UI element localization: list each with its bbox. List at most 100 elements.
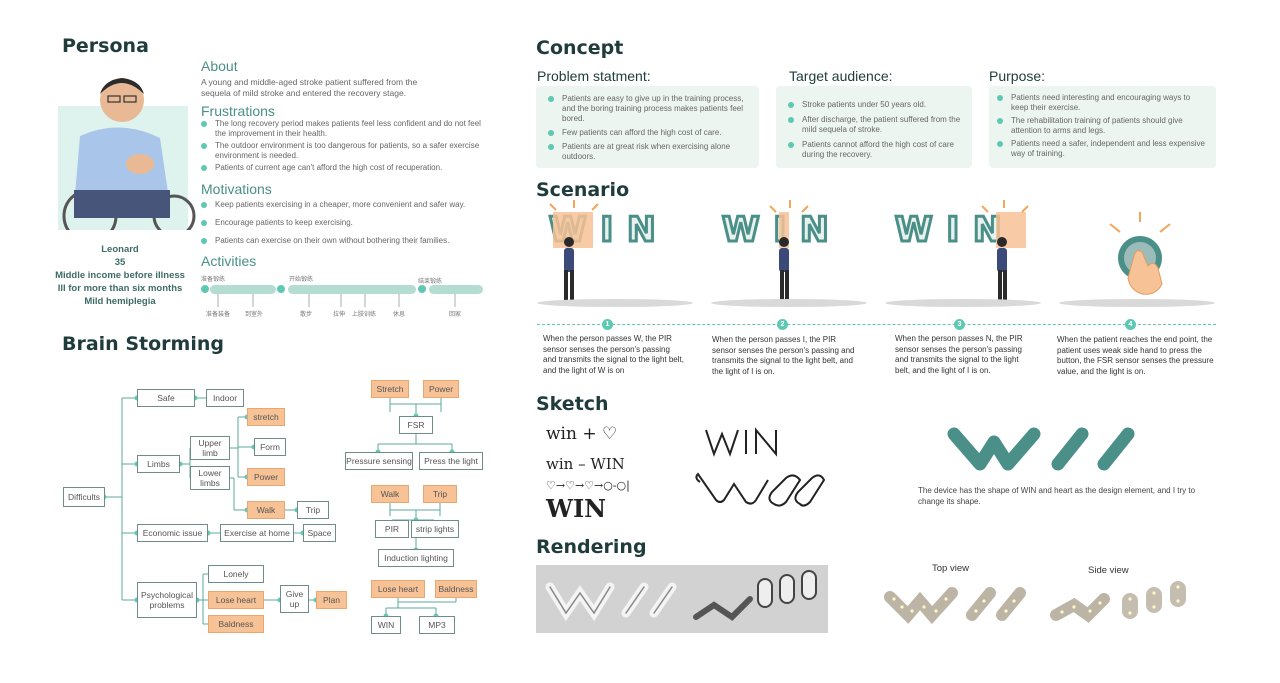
scenario-win-3: WIN	[894, 209, 1016, 252]
node-psychological: Psychological problems	[137, 582, 197, 618]
scenario-win-2: WIN	[721, 209, 843, 252]
win-logo-icon	[947, 427, 1135, 471]
tech-induction: Induction lighting	[378, 549, 454, 567]
problem-item: Few patients can afford the high cost of…	[546, 128, 751, 138]
tech-fsr: FSR	[399, 416, 433, 434]
frustration-item: The outdoor environment is too dangerous…	[201, 141, 486, 161]
node-trip: Trip	[297, 501, 329, 519]
step-number: 4	[1125, 319, 1136, 330]
activity-step: 休息	[393, 312, 406, 318]
node-lower-limbs: Lower limbs	[190, 466, 230, 490]
tech-mp3: MP3	[419, 616, 455, 634]
tech-press-light: Press the light	[419, 452, 483, 470]
persona-portrait	[44, 66, 196, 230]
problem-item: Patients are easy to give up in the trai…	[546, 94, 751, 124]
activity-step: 到室外	[245, 312, 264, 318]
target-item: After discharge, the patient suffered fr…	[786, 115, 964, 135]
node-space: Space	[303, 524, 336, 542]
node-lose-heart: Lose heart	[208, 591, 264, 609]
persona-name: Leonard	[101, 244, 139, 255]
purpose-card: Patients need interesting and encouragin…	[989, 86, 1216, 168]
scenario-timeline	[537, 324, 1216, 325]
purpose-item: Patients need interesting and encouragin…	[995, 93, 1208, 113]
rendering-image	[536, 565, 828, 633]
persona-detail: Ill for more than six months	[57, 283, 183, 294]
node-form: Form	[254, 438, 286, 456]
target-heading: Target audience:	[789, 68, 893, 84]
activity-step: 回家	[449, 312, 462, 318]
persona-age: 35	[114, 257, 126, 268]
tech-baldness: Baldness	[435, 580, 477, 598]
tech-stretch: Stretch	[371, 380, 409, 398]
activity-phase: 准备锻练	[201, 277, 226, 283]
node-limbs: Limbs	[137, 455, 180, 473]
activity-step: 上肢训练	[352, 312, 377, 318]
step-number: 3	[954, 319, 965, 330]
tech-lose-heart: Lose heart	[371, 580, 425, 598]
frustrations-heading: Frustrations	[201, 103, 275, 119]
tech-walk: Walk	[371, 485, 409, 503]
side-view-label: Side view	[1088, 565, 1129, 576]
target-item: Stroke patients under 50 years old.	[786, 100, 964, 110]
motivations-heading: Motivations	[201, 181, 272, 197]
node-stretch: stretch	[247, 408, 285, 426]
brainstorm-title: Brain Storming	[62, 333, 224, 355]
top-view-render	[884, 587, 1026, 625]
node-give-up: Give up	[280, 585, 309, 613]
motivation-item: Patients can exercise on their own witho…	[201, 236, 491, 246]
concept-title: Concept	[536, 37, 624, 59]
step-number: 1	[602, 319, 613, 330]
scenario-title: Scenario	[536, 179, 630, 201]
activity-phase: 结束锻练	[418, 279, 443, 285]
side-view-render	[1050, 581, 1186, 623]
tech-pressure-sensing: Pressure sensing	[345, 452, 413, 470]
node-difficults: Difficults	[63, 487, 105, 507]
problem-heading: Problem statment:	[537, 68, 651, 84]
activity-step: 拉伸	[333, 312, 346, 318]
motivation-item: Encourage patients to keep exercising.	[201, 218, 491, 228]
about-text: A young and middle-aged stroke patient s…	[201, 77, 418, 98]
purpose-item: The rehabilitation training of patients …	[995, 116, 1208, 136]
node-safe: Safe	[137, 389, 195, 407]
activity-step: 散步	[300, 312, 313, 318]
activity-phase: 开始锻练	[289, 277, 314, 283]
problem-card: Patients are easy to give up in the trai…	[536, 86, 759, 168]
purpose-item: Patients need a safer, independent and l…	[995, 139, 1208, 159]
tech-strip-lights: strip lights	[411, 520, 459, 538]
motivation-item: Keep patients exercising in a cheaper, m…	[201, 200, 491, 210]
top-view-label: Top view	[932, 563, 969, 574]
node-lonely: Lonely	[208, 565, 264, 583]
node-baldness: Baldness	[208, 615, 264, 633]
persona-detail: Mild hemiplegia	[84, 296, 156, 307]
node-exercise-home: Exercise at home	[220, 524, 294, 542]
activities-heading: Activities	[201, 253, 257, 269]
tech-pir: PIR	[375, 520, 409, 538]
tech-win: WIN	[371, 616, 401, 634]
node-upper-limb: Upper limb	[190, 436, 230, 460]
frustration-item: The long recovery period makes patients …	[201, 119, 486, 139]
purpose-heading: Purpose:	[989, 68, 1046, 84]
node-walk: Walk	[247, 501, 285, 519]
persona-title: Persona	[62, 35, 149, 57]
tech-trip: Trip	[423, 485, 457, 503]
step-text: When the person passes N, the PIR sensor…	[895, 334, 1023, 375]
node-power: Power	[247, 468, 285, 486]
rendering-title: Rendering	[536, 536, 647, 558]
step-text: When the person passes I, the PIR sensor…	[712, 335, 855, 376]
activity-step: 准备装备	[206, 312, 231, 318]
sketch-line: win + ♡	[546, 424, 618, 444]
frustration-item: Patients of current age can't afford the…	[201, 163, 486, 173]
persona-detail: Middle income before illness	[55, 270, 185, 281]
problem-item: Patients are at great risk when exercisi…	[546, 142, 751, 162]
sketch-title: Sketch	[536, 393, 609, 415]
node-plan: Plan	[316, 591, 347, 609]
target-card: Stroke patients under 50 years old. Afte…	[776, 86, 972, 168]
sketch-drawings	[695, 427, 826, 507]
node-indoor: Indoor	[206, 389, 244, 407]
sketch-line: WIN	[546, 494, 607, 523]
sketch-line: win – WIN	[546, 455, 625, 473]
sketch-line: ♡→♡→♡→○-○|	[546, 479, 630, 492]
step-text: When the patient reaches the end point, …	[1057, 335, 1214, 376]
tech-power: Power	[423, 380, 459, 398]
scenario-illustrations	[549, 200, 1171, 300]
